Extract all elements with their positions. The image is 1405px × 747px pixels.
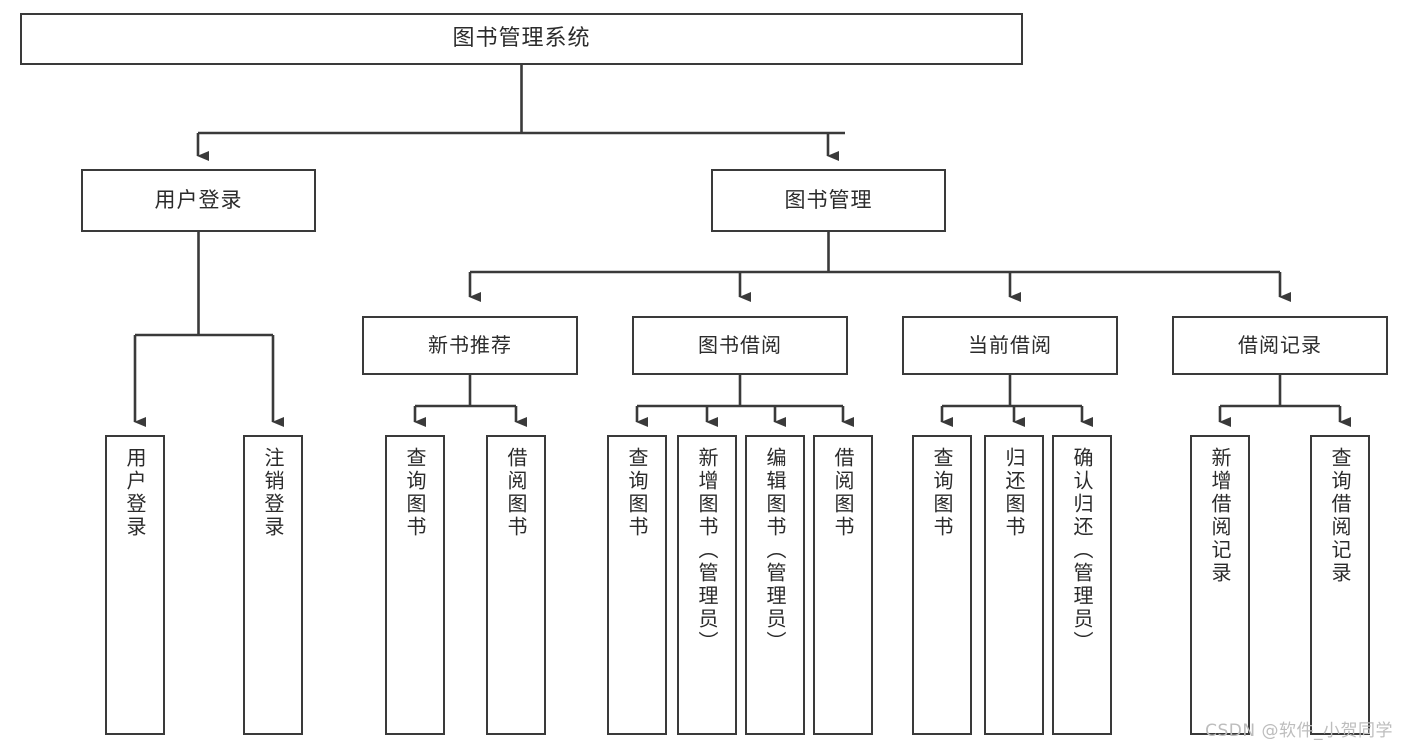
node-user-login[interactable]: 用户登录 (81, 169, 316, 232)
leaf-user-login[interactable]: 用户登录 (105, 435, 165, 735)
node-label: 当前借阅 (968, 333, 1052, 357)
node-label: 查询图书 (625, 447, 649, 539)
node-current-borrow[interactable]: 当前借阅 (902, 316, 1118, 375)
node-label: 借阅记录 (1238, 333, 1322, 357)
node-label: 查询图书 (403, 447, 427, 539)
node-label: 借阅图书 (504, 447, 528, 539)
leaf-add-borrow-record[interactable]: 新增借阅记录 (1190, 435, 1250, 735)
node-label: 查询图书 (930, 447, 954, 539)
node-label: 归还图书 (1002, 447, 1026, 539)
node-book-management[interactable]: 图书管理 (711, 169, 946, 232)
node-label: 新书推荐 (428, 333, 512, 357)
node-book-borrow[interactable]: 图书借阅 (632, 316, 848, 375)
node-label: 查询借阅记录 (1328, 447, 1352, 585)
node-label: 编辑图书（管理员） (763, 447, 787, 654)
leaf-confirm-return-admin[interactable]: 确认归还（管理员） (1052, 435, 1112, 735)
leaf-borrow-book[interactable]: 借阅图书 (813, 435, 873, 735)
node-label: 图书管理 (784, 188, 873, 213)
node-label: 用户登录 (154, 188, 243, 213)
leaf-query-book-current[interactable]: 查询图书 (912, 435, 972, 735)
node-root[interactable]: 图书管理系统 (20, 13, 1023, 65)
node-label: 借阅图书 (831, 447, 855, 539)
leaf-query-book-borrow[interactable]: 查询图书 (607, 435, 667, 735)
node-borrow-record[interactable]: 借阅记录 (1172, 316, 1388, 375)
leaf-add-book-admin[interactable]: 新增图书（管理员） (677, 435, 737, 735)
node-label: 新增图书（管理员） (695, 447, 719, 654)
leaf-return-book[interactable]: 归还图书 (984, 435, 1044, 735)
leaf-query-borrow-record[interactable]: 查询借阅记录 (1310, 435, 1370, 735)
leaf-edit-book-admin[interactable]: 编辑图书（管理员） (745, 435, 805, 735)
node-label: 图书借阅 (698, 333, 782, 357)
node-label: 注销登录 (261, 447, 285, 539)
csdn-watermark: CSDN @软件_小贺同学 (1205, 721, 1393, 741)
leaf-query-book-recommend[interactable]: 查询图书 (385, 435, 445, 735)
leaf-logout[interactable]: 注销登录 (243, 435, 303, 735)
node-label: 新增借阅记录 (1208, 447, 1232, 585)
leaf-borrow-book-recommend[interactable]: 借阅图书 (486, 435, 546, 735)
node-new-book-recommend[interactable]: 新书推荐 (362, 316, 578, 375)
node-label: 确认归还（管理员） (1070, 447, 1094, 654)
node-label: 图书管理系统 (452, 26, 591, 52)
node-label: 用户登录 (123, 447, 147, 539)
